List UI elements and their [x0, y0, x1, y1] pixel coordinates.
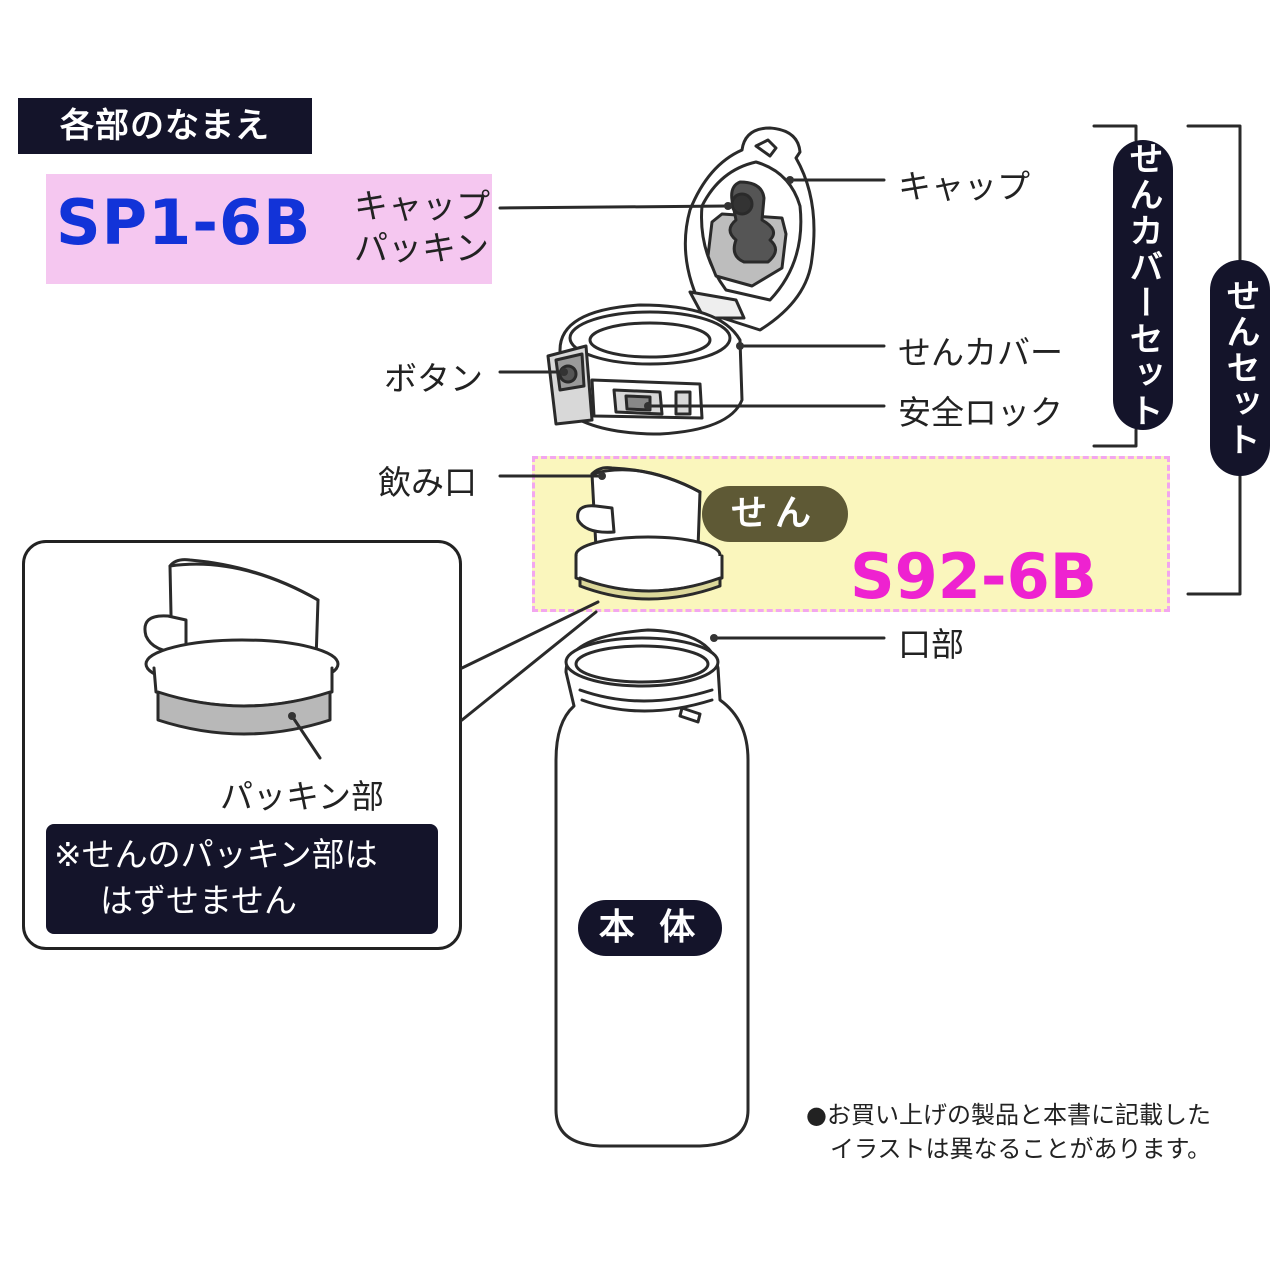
label-cap: キャップ [898, 160, 1030, 208]
stopper-part-code: S92-6B [850, 540, 1097, 613]
stopper-cover-drawing [548, 305, 742, 434]
label-mouth: 口部 [898, 618, 964, 666]
label-safety-lock: 安全ロック [898, 386, 1063, 434]
stopper-cover-set-bracket-label: せんカバーセット [1113, 140, 1173, 430]
bottle-body-drawing [556, 630, 748, 1146]
section-title: 各部のなまえ [18, 98, 312, 154]
label-spout: 飲み口 [378, 456, 477, 504]
label-button: ボタン [384, 352, 483, 400]
cap-packing-name-line1: キャップ [354, 186, 490, 228]
cap-drawing [685, 128, 814, 330]
stopper-drawing [576, 468, 722, 599]
label-stopper-cover: せんカバー [898, 326, 1063, 374]
stopper-badge: せん [702, 486, 848, 542]
disclaimer: ●お買い上げの製品と本書に記載した イラストは異なることがあります。 [806, 1098, 1211, 1166]
bottle-body-label: 本 体 [578, 900, 722, 956]
packing-closeup-drawing [145, 560, 338, 734]
disclaimer-line1: ●お買い上げの製品と本書に記載した [806, 1098, 1211, 1132]
label-packing-part: パッキン部 [220, 770, 384, 818]
cap-packing-name-line2: パッキン [354, 228, 490, 270]
stopper-set-bracket-label: せんセット [1210, 260, 1270, 476]
disclaimer-line2: イラストは異なることがあります。 [806, 1132, 1211, 1166]
cap-packing-part-code: SP1-6B [56, 186, 311, 259]
cap-packing-name: キャップ パッキン [354, 186, 490, 270]
packing-note: ※せんのパッキン部は はずせません [46, 824, 438, 934]
packing-note-line1: ※せんのパッキン部は [54, 832, 438, 878]
packing-note-line2: はずせません [54, 878, 438, 924]
